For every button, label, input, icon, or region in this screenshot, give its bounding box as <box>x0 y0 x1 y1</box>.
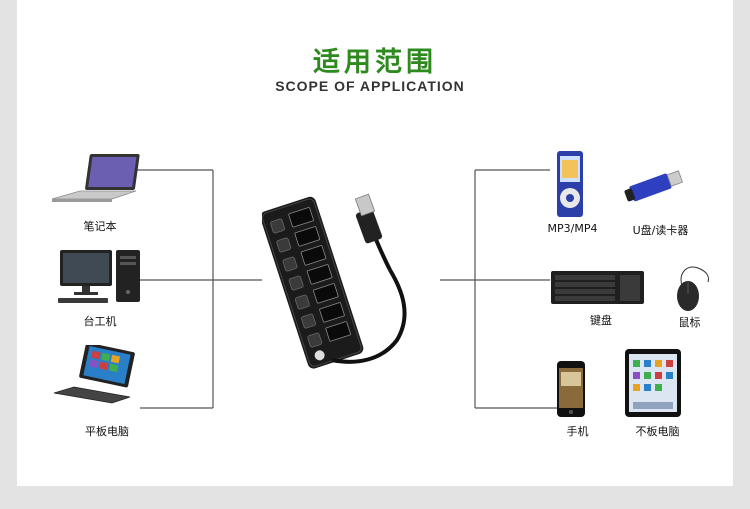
tablet-icon <box>624 348 682 418</box>
device-label-usb-drive: U盘/读卡器 <box>628 222 693 238</box>
device-label-tablet: 不板电脑 <box>630 423 685 439</box>
keyboard-icon <box>550 270 645 305</box>
desktop-computer-icon <box>58 248 148 308</box>
device-label-keyboard: 键盘 <box>586 312 616 328</box>
device-label-mouse: 鼠标 <box>672 314 707 330</box>
device-label-smartphone: 手机 <box>560 423 595 439</box>
device-label-desktop: 台工机 <box>70 313 130 329</box>
smartphone-icon <box>556 360 586 418</box>
tablet-with-keyboard-icon <box>52 345 142 415</box>
laptop-icon <box>52 153 142 208</box>
usb-hub-icon <box>262 190 442 370</box>
device-label-mp3: MP3/MP4 <box>545 222 600 235</box>
mp3-player-icon <box>556 150 584 218</box>
device-label-laptop: 笔记本 <box>70 218 130 234</box>
mouse-icon <box>668 262 713 312</box>
device-label-tablet-keyboard: 平板电脑 <box>72 423 142 439</box>
usb-drive-icon <box>622 163 692 208</box>
